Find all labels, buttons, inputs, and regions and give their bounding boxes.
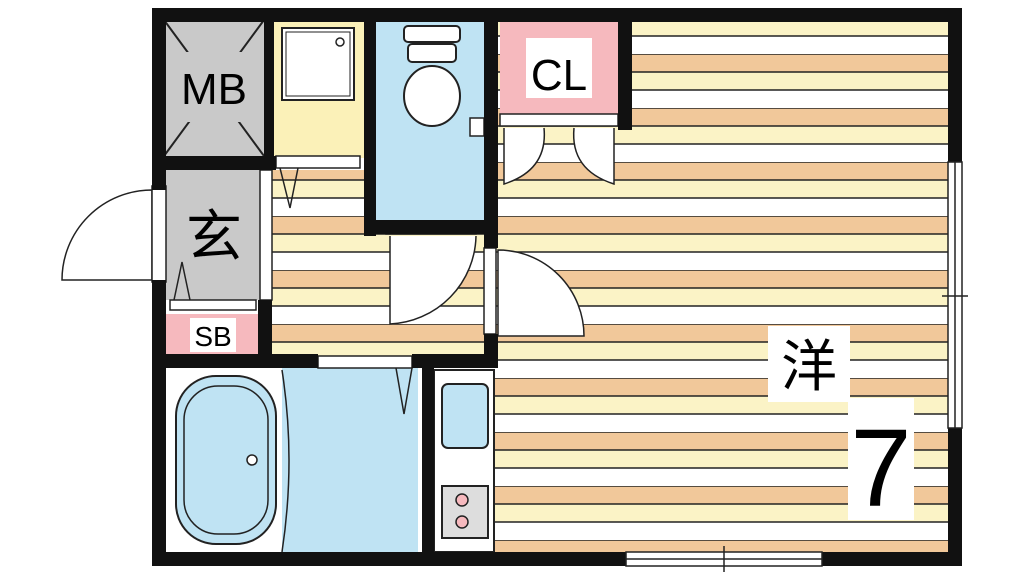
meter-box-label: MB xyxy=(181,65,247,114)
kitchen xyxy=(433,369,495,553)
meter-box-room: MB xyxy=(163,19,265,157)
bathroom xyxy=(170,355,418,553)
laundry-area xyxy=(272,20,364,209)
closet: CL xyxy=(499,22,619,186)
toilet-room xyxy=(376,20,485,220)
window-right xyxy=(942,161,968,429)
front-door xyxy=(61,189,153,281)
room-door xyxy=(483,247,585,337)
closet-label: CL xyxy=(531,51,587,100)
stove-burner xyxy=(455,515,469,529)
room-size-label: 7 xyxy=(850,407,911,530)
shoe-box: SB xyxy=(166,314,258,354)
entrance-label: 玄 xyxy=(186,205,242,270)
walls xyxy=(152,8,962,566)
shoe-box-label: SB xyxy=(194,321,231,352)
stove-burner xyxy=(455,493,469,507)
entrance: 玄 xyxy=(166,169,273,311)
window-bottom xyxy=(625,546,823,572)
western-room-label: 洋 xyxy=(781,335,837,400)
